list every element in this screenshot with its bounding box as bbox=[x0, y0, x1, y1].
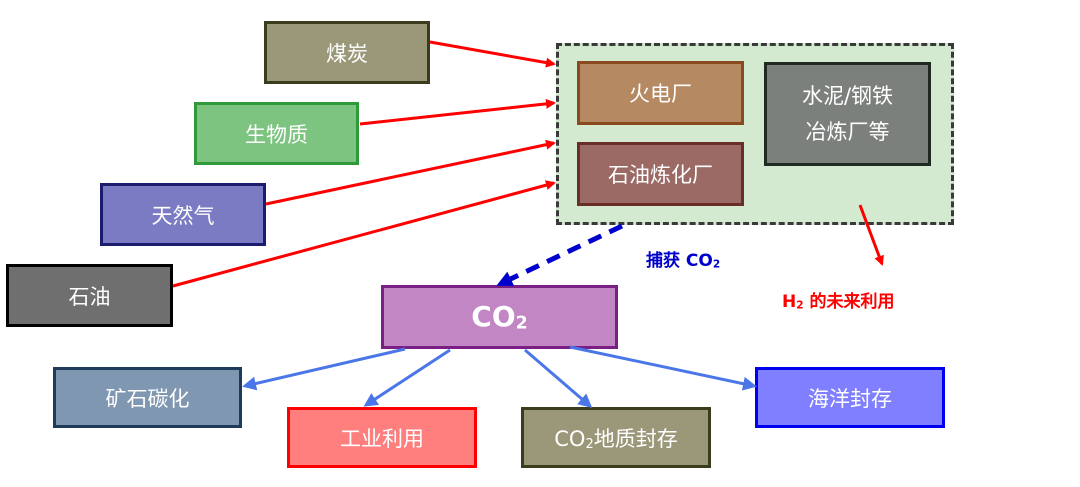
co2-hub-label: CO2 bbox=[471, 300, 528, 334]
source-biomass: 生物质 bbox=[194, 102, 359, 165]
use-industrial-label: 工业利用 bbox=[340, 426, 424, 451]
h2-future-use-label: H2 的未来利用 bbox=[782, 292, 895, 312]
arrow-biomass-to-group bbox=[359, 98, 556, 126]
facility-power-plant: 火电厂 bbox=[577, 61, 744, 125]
arrow-co2-to-mineral bbox=[242, 347, 406, 391]
facility-cement-steel-line2: 冶炼厂等 bbox=[805, 120, 890, 144]
arrow-h2-future bbox=[858, 204, 884, 266]
source-natural-gas-label: 天然气 bbox=[151, 203, 215, 228]
use-industrial: 工业利用 bbox=[287, 407, 477, 468]
source-biomass-label: 生物质 bbox=[245, 122, 308, 147]
facility-refinery: 石油炼化厂 bbox=[577, 142, 744, 206]
facility-cement-steel-line1: 水泥/钢铁 bbox=[801, 84, 894, 108]
arrow-gas-to-group bbox=[265, 139, 556, 206]
arrow-co2-to-geological bbox=[524, 348, 593, 408]
facility-power-plant-label: 火电厂 bbox=[629, 82, 692, 106]
source-coal-label: 煤炭 bbox=[326, 41, 368, 66]
arrow-coal-to-group bbox=[429, 40, 556, 68]
use-geological-storage: CO2地质封存 bbox=[521, 407, 711, 468]
arrow-oil-to-group bbox=[172, 180, 556, 288]
source-oil: 石油 bbox=[6, 264, 173, 327]
use-geological-storage-label: CO2地质封存 bbox=[554, 426, 678, 452]
use-mineral-carbonation-label: 矿石碳化 bbox=[105, 386, 190, 411]
use-ocean-storage-label: 海洋封存 bbox=[808, 386, 892, 411]
facility-cement-steel: 水泥/钢铁 冶炼厂等 bbox=[764, 62, 931, 166]
source-coal: 煤炭 bbox=[264, 21, 430, 84]
arrow-co2-to-ocean bbox=[569, 345, 757, 391]
facility-refinery-label: 石油炼化厂 bbox=[608, 163, 713, 187]
use-ocean-storage: 海洋封存 bbox=[755, 367, 945, 428]
capture-co2-label: 捕获 CO2 bbox=[646, 251, 721, 271]
co2-hub: CO2 bbox=[381, 285, 618, 349]
source-natural-gas: 天然气 bbox=[100, 183, 266, 246]
arrow-capture-co2 bbox=[496, 223, 624, 287]
source-oil-label: 石油 bbox=[68, 284, 111, 309]
arrow-co2-to-industrial bbox=[363, 348, 451, 407]
use-mineral-carbonation: 矿石碳化 bbox=[53, 367, 242, 428]
